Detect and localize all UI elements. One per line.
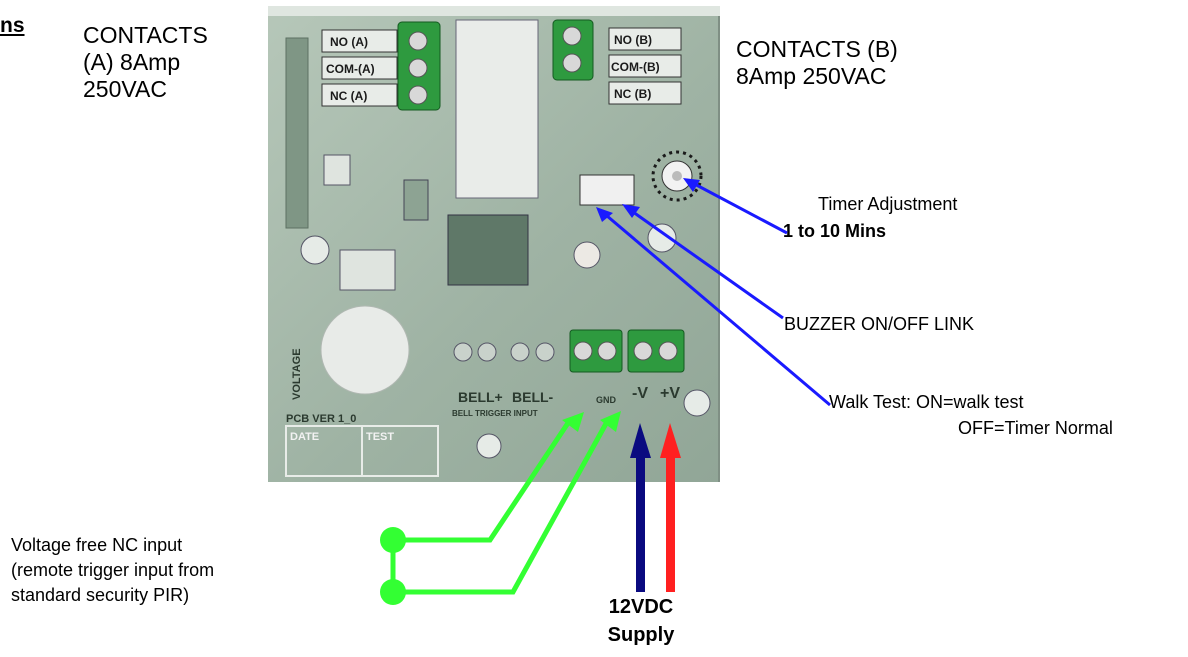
nc-input-terminals — [380, 411, 621, 605]
relay-a-terminal-labels: NO (A) COM-(A) NC (A) — [322, 30, 397, 106]
trigger-terminal-block — [570, 330, 622, 372]
bell-trigger-label: BELL TRIGGER INPUT — [452, 409, 538, 418]
test-label: TEST — [366, 431, 394, 443]
term-nc-b: NC (B) — [614, 87, 651, 101]
timer-potentiometer — [653, 152, 701, 200]
relay-a-terminal-block — [398, 22, 440, 110]
pcb-version-label: PCB VER 1_0 — [286, 413, 356, 425]
mounting-hole-br — [684, 390, 710, 416]
bell-screw-3 — [511, 343, 529, 361]
supply-positive-arrow — [660, 423, 681, 592]
mounting-hole-tl — [301, 236, 329, 264]
led — [574, 242, 600, 268]
bell-plus-label: BELL+ — [458, 389, 503, 405]
bell-screw-4 — [536, 343, 554, 361]
relay-b-terminal-labels: NO (B) COM-(B) NC (B) — [609, 28, 681, 104]
buzzer-disc — [321, 306, 409, 394]
minus-v-label: -V — [632, 385, 648, 402]
pin-header — [340, 250, 395, 290]
date-label: DATE — [290, 431, 319, 443]
buzzer-pointer — [626, 207, 783, 318]
transistor — [404, 180, 428, 220]
link-header — [580, 175, 634, 205]
bell-screw-1 — [454, 343, 472, 361]
supply-terminal-block — [628, 330, 684, 372]
term-com-a: COM-(A) — [326, 62, 375, 76]
walk-test-pointer — [600, 210, 830, 405]
relay-b-terminal-block — [553, 20, 593, 80]
relay-body — [456, 20, 538, 198]
term-no-b: NO (B) — [614, 33, 652, 47]
mounting-hole-bm — [477, 434, 501, 458]
board-top-edge — [268, 6, 720, 16]
term-com-b: COM-(B) — [611, 60, 660, 74]
bell-screw-2 — [478, 343, 496, 361]
left-header-strip — [286, 38, 308, 228]
term-no-a: NO (A) — [330, 35, 368, 49]
ic-chip — [448, 215, 528, 285]
plus-v-label: +V — [660, 385, 680, 402]
gnd-label: GND — [596, 395, 617, 405]
timer-pointer — [687, 180, 787, 233]
supply-negative-arrow — [630, 423, 651, 592]
term-nc-a: NC (A) — [330, 89, 367, 103]
voltage-label: VOLTAGE — [291, 348, 303, 400]
component-left — [324, 155, 350, 185]
bell-minus-label: BELL- — [512, 389, 554, 405]
